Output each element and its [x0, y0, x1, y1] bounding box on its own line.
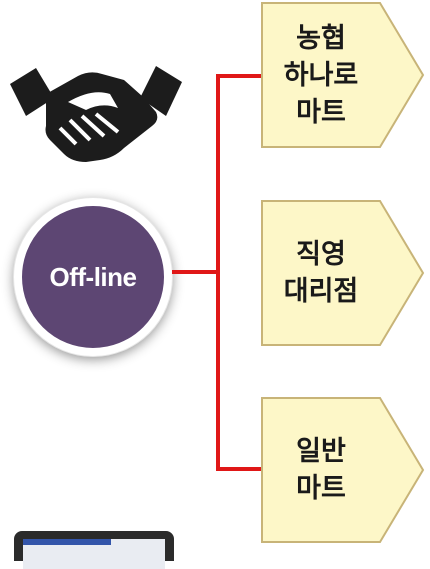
channel-nonghyup-label: 농협 하나로 마트: [283, 22, 359, 128]
laptop-screen-bar: [23, 539, 112, 545]
connector-hub-stem: [172, 270, 218, 274]
channel-direct-agency-label: 직영 대리점: [283, 239, 359, 307]
hub-label: Off-line: [49, 261, 138, 292]
channel-general-mart-label: 일반 마트: [296, 436, 346, 504]
offline-channel-diagram: Off-line 농협 하나로 마트 직영 대리점 일반 마트: [10, 2, 425, 569]
offline-hub: Off-line: [14, 198, 172, 356]
chevron-shapes: [261, 2, 425, 543]
connector-trunk: [216, 74, 220, 470]
handshake-icon: [10, 66, 182, 162]
connector-branch-3: [216, 467, 264, 471]
chevron-nonghyup: [261, 2, 425, 148]
laptop-icon: [14, 531, 174, 569]
chevron-direct-agency: [261, 200, 425, 346]
connector-branch-1: [216, 74, 264, 78]
chevron-general-mart: [261, 397, 425, 543]
laptop-screen: [23, 539, 165, 569]
